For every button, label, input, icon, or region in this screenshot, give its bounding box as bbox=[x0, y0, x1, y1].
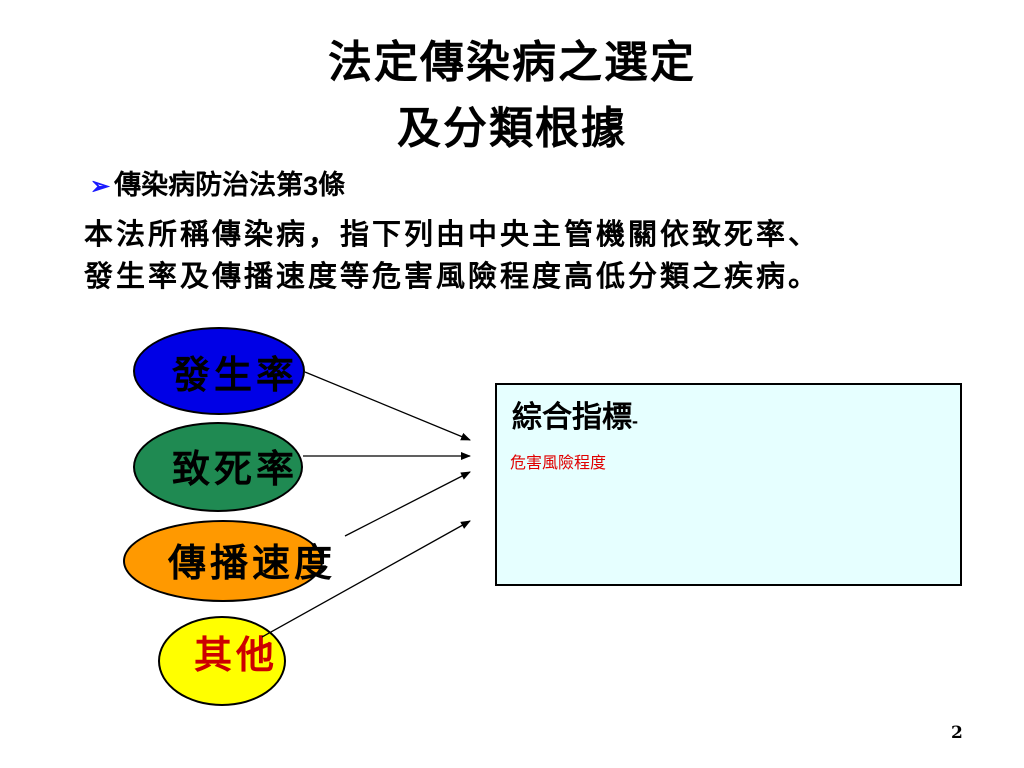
factor-label-fatality: 致死率 bbox=[172, 446, 299, 491]
factor-label-incidence: 發生率 bbox=[172, 352, 299, 397]
composite-indicator-title-dash: - bbox=[632, 411, 638, 431]
composite-indicator-title-text: 綜合指標 bbox=[512, 400, 632, 435]
factor-ellipse-incidence bbox=[133, 327, 305, 415]
factor-ellipse-fatality bbox=[133, 422, 303, 512]
arrow-incidence bbox=[304, 371, 471, 441]
composite-indicator-subtitle: 危害風險程度 bbox=[510, 453, 607, 472]
arrow-bullet-icon: ➢ bbox=[90, 171, 111, 200]
factor-ellipse-transmission bbox=[123, 520, 323, 602]
bullet-text: 傳染病防治法第 bbox=[114, 170, 304, 201]
bullet-suffix: 條 bbox=[318, 170, 346, 201]
composite-indicator-box bbox=[495, 383, 962, 586]
factor-ellipse-other bbox=[158, 616, 286, 706]
slide-title-line-2: 及分類根據 bbox=[397, 103, 627, 154]
factor-label-transmission: 傳播速度 bbox=[168, 540, 337, 585]
arrow-other bbox=[261, 520, 471, 638]
slide-title-line-1: 法定傳染病之選定 bbox=[328, 37, 696, 88]
arrow-transmission bbox=[344, 471, 471, 537]
bullet-article-number: 3 bbox=[303, 171, 319, 201]
composite-indicator-title: 綜合指標- bbox=[512, 398, 638, 441]
body-text-line-1: 本法所稱傳染病，指下列由中央主管機關依致死率、 bbox=[84, 217, 821, 251]
factor-label-other: 其他 bbox=[194, 632, 279, 677]
body-text-line-2: 發生率及傳播速度等危害風險程度高低分類之疾病。 bbox=[84, 259, 821, 293]
page-number: 2 bbox=[951, 723, 963, 743]
